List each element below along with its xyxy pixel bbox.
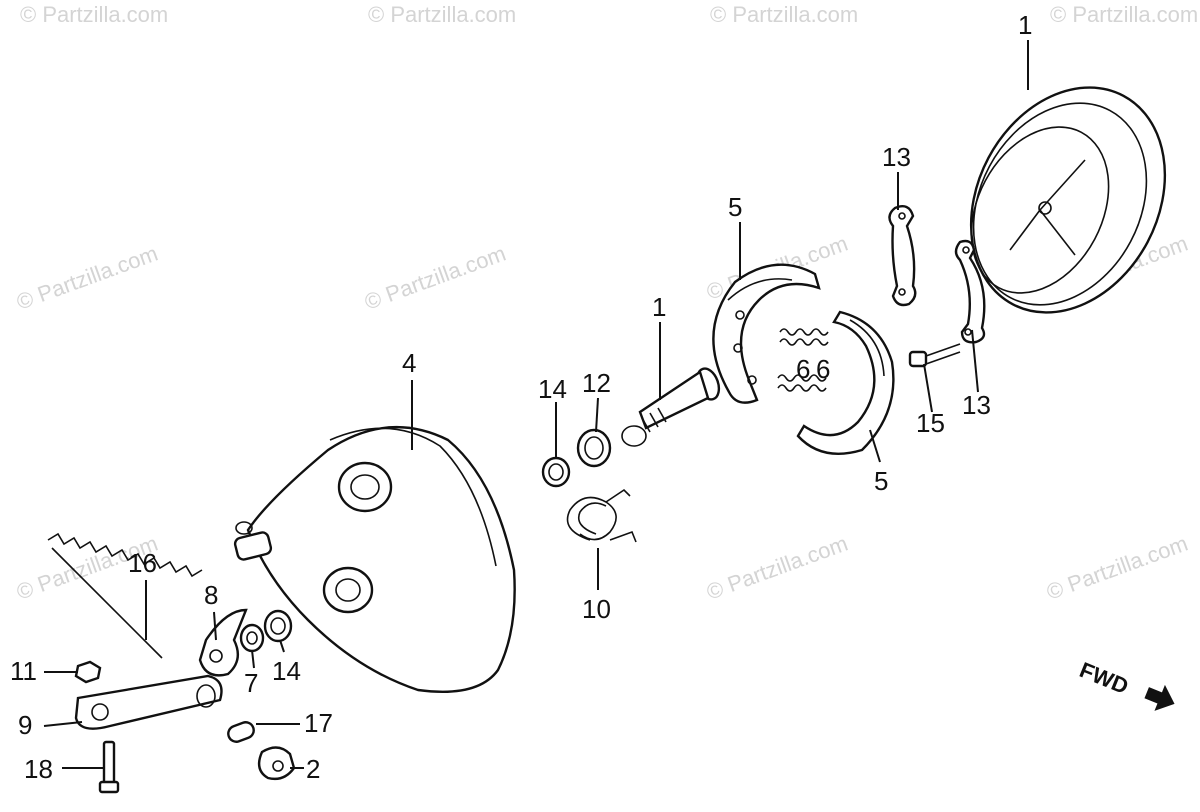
callout-4: 4 [402,348,416,378]
clip-plate-icon [888,205,917,307]
callout-6: 6 [816,354,830,384]
leader-line [251,649,255,669]
fwd-label: FWD [1076,657,1132,699]
leader-line [595,397,599,433]
leader-line [869,429,881,463]
coil-spring-icon [47,532,203,659]
arrow-right-icon [1144,684,1175,711]
callouts: 1 13 5 1 6 6 4 14 12 15 13 5 16 10 8 7 1… [10,10,1032,784]
collar-icon [263,609,293,643]
brake-drum-icon [969,86,1167,314]
nut-icon [74,660,102,684]
leader-lines [43,40,1029,769]
pin-icon [227,721,255,743]
leader-line [279,639,285,653]
callout-5: 5 [874,466,888,496]
brake-arm-icon [74,674,223,730]
watermark: © Partzilla.com [13,241,161,315]
shoe-spring-icon [779,328,829,346]
callout-16: 16 [128,548,157,578]
watermark: © Partzilla.com [368,2,516,27]
callout-11: 11 [10,656,37,686]
callout-14: 14 [538,374,567,404]
callout-1: 1 [652,292,666,322]
clip-plate-icon [954,239,986,344]
callout-13: 13 [882,142,911,172]
watermark: © Partzilla.com [710,2,858,27]
watermark: © Partzilla.com [20,2,168,27]
callout-17: 17 [304,708,333,738]
callout-6: 6 [796,354,810,384]
shoe-spring-icon [777,374,827,392]
leader-line [43,721,83,727]
callout-2: 2 [306,754,320,784]
callout-10: 10 [582,594,611,624]
callout-8: 8 [204,580,218,610]
watermark: © Partzilla.com [361,241,509,315]
torsion-spring-icon [566,488,637,543]
forward-direction-indicator: FWD [1076,657,1175,711]
nut-icon [257,746,296,781]
brake-shoe-icon [796,310,895,455]
callout-18: 18 [24,754,53,784]
seal-icon [239,623,265,653]
callout-5: 5 [728,192,742,222]
watermark: © Partzilla.com [703,531,851,605]
brake-cam-shaft-icon [621,367,721,447]
watermark: © Partzilla.com [1043,531,1191,605]
callout-13: 13 [962,390,991,420]
washer-icon [576,428,612,468]
callout-14: 14 [272,656,301,686]
leader-line [923,363,933,413]
callout-7: 7 [244,668,258,698]
callout-3: 1 [1018,10,1032,40]
brake-shoe-icon [712,263,821,404]
leader-line [971,329,979,393]
callout-12: 12 [582,368,611,398]
watermark: © Partzilla.com [1050,2,1198,27]
collar-icon [541,456,571,488]
brake-panel-icon [233,425,516,693]
leader-line [213,611,217,641]
bolt-icon [908,343,961,368]
wear-indicator-plate-icon [198,608,248,677]
bolt-icon [98,740,120,794]
callout-9: 9 [18,710,32,740]
callout-15: 15 [916,408,945,438]
